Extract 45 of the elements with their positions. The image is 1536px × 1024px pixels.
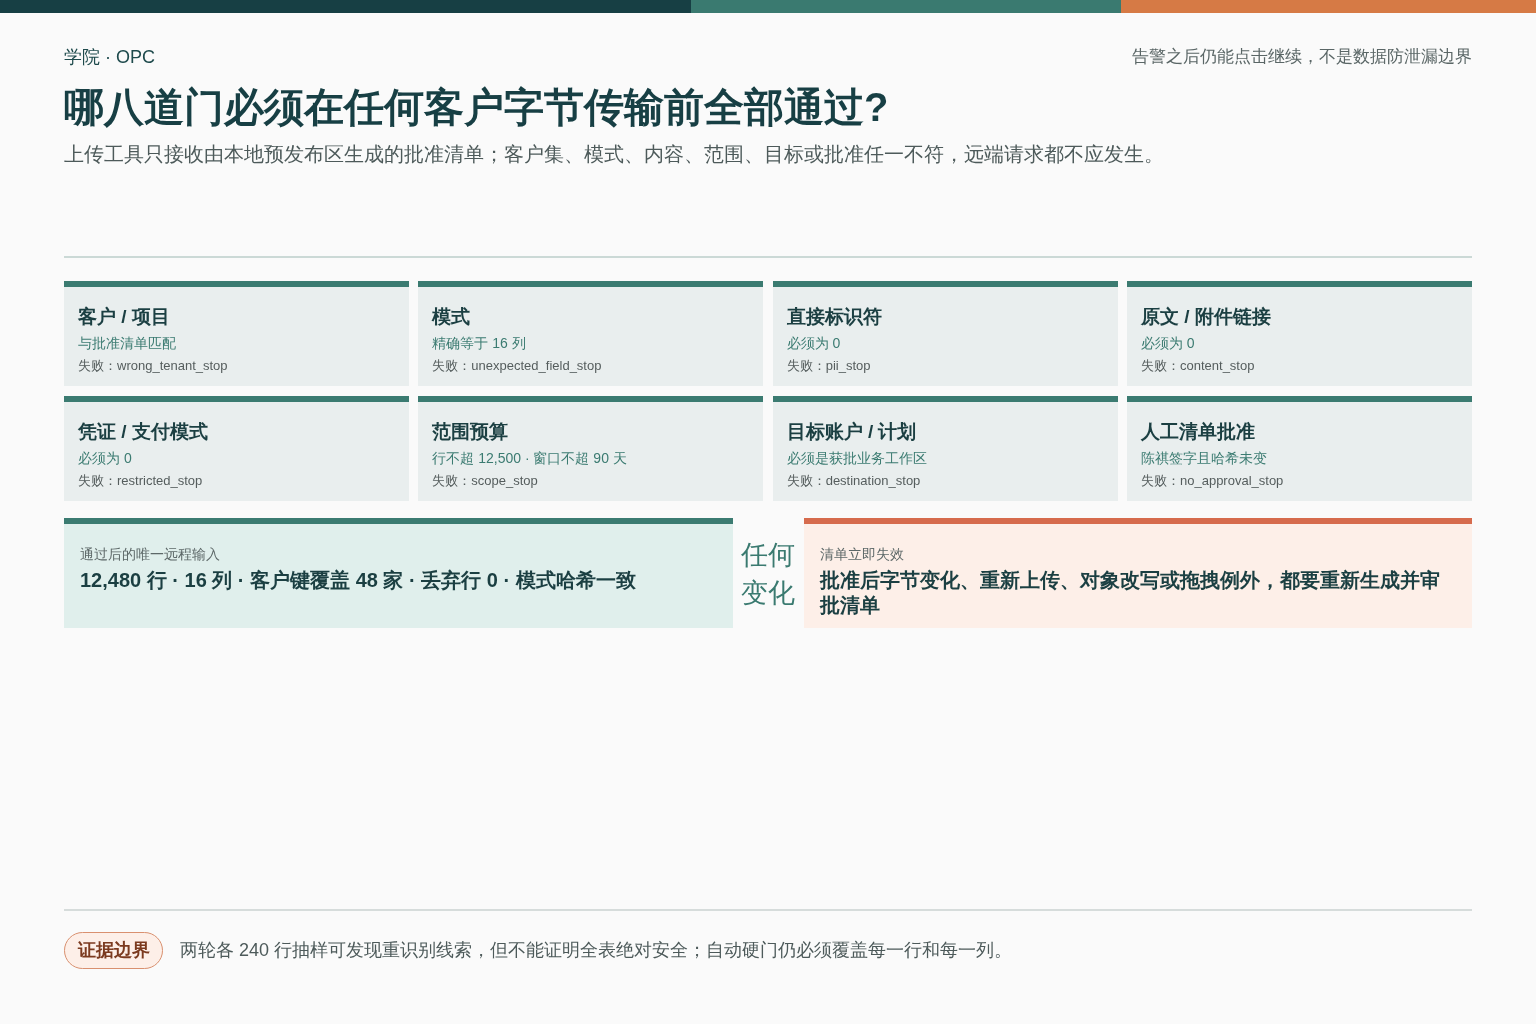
requirement-text: 陈祺签字且哈希未变 bbox=[1141, 449, 1268, 467]
failure-code-text: 失败：no_approval_stop bbox=[1141, 472, 1285, 490]
panel-caption: 通过后的唯一远程输入 bbox=[80, 545, 221, 564]
gate-card bbox=[772, 396, 1118, 501]
card-heading: 凭证 / 支付模式 bbox=[78, 420, 209, 444]
requirement-text: 与批准清单匹配 bbox=[78, 334, 177, 352]
pass-summary-text: 12,480 行 · 16 列 · 客户键覆盖 48 家 · 丢弃行 0 · 模式哈希一致 bbox=[80, 568, 637, 593]
card-heading: 模式 bbox=[432, 305, 472, 329]
requirement-text: 必须是获批业务工作区 bbox=[786, 449, 928, 467]
requirement-text: 必须为 0 bbox=[786, 334, 842, 352]
requirement-text: 行不超 12,500 · 窗口不超 90 天 bbox=[432, 449, 628, 467]
card-heading: 客户 / 项目 bbox=[78, 305, 171, 329]
card-heading: 直接标识符 bbox=[786, 305, 883, 329]
card-heading: 人工清单批准 bbox=[1141, 420, 1256, 444]
failure-code-text: 失败：pii_stop bbox=[786, 357, 872, 375]
pass-result-panel bbox=[64, 518, 733, 628]
header-note: 告警之后仍能点击继续，不是数据防泄漏边界 bbox=[1132, 46, 1472, 68]
requirement-text: 精确等于 16 列 bbox=[432, 334, 527, 352]
invalidation-rule-text: 批准后字节变化、重新上传、对象改写或拖拽例外，都要重新生成并审批清单 bbox=[820, 568, 1441, 618]
gate-card bbox=[772, 281, 1118, 386]
eyebrow-text: 学院 · OPC bbox=[64, 46, 155, 69]
title: 哪八道门必须在任何客户字节传输前全部通过? bbox=[64, 84, 889, 131]
failure-panel bbox=[804, 518, 1472, 628]
gate-card bbox=[1127, 281, 1472, 386]
failure-code-text: 失败：content_stop bbox=[1141, 357, 1256, 375]
card-heading: 范围预算 bbox=[432, 420, 510, 444]
requirement-text: 必须为 0 bbox=[78, 449, 133, 467]
failure-code-text: 失败：restricted_stop bbox=[78, 472, 204, 490]
gate-card bbox=[418, 281, 764, 386]
gate-card bbox=[64, 396, 409, 501]
panel-caption: 清单立即失效 bbox=[820, 545, 905, 564]
card-heading: 目标账户 / 计划 bbox=[786, 420, 918, 444]
subtitle: 上传工具只接收由本地预发布区生成的批准清单；客户集、模式、内容、范围、目标或批准任一不符，远端请求都不应发生。 bbox=[64, 142, 1164, 167]
gate-card bbox=[1127, 396, 1472, 501]
failure-code-text: 失败：scope_stop bbox=[432, 472, 539, 490]
card-heading: 原文 / 附件链接 bbox=[1141, 305, 1272, 329]
gate-card bbox=[418, 396, 764, 501]
failure-code-text: 失败：destination_stop bbox=[786, 472, 922, 490]
requirement-text: 必须为 0 bbox=[1141, 334, 1196, 352]
gate-card bbox=[64, 281, 409, 386]
evidence-tag: 证据边界 bbox=[64, 932, 163, 969]
evidence-note: 两轮各 240 行抽样可发现重识别线索，但不能证明全表绝对安全；自动硬门仍必须覆盖每一行和每一列。 bbox=[180, 939, 1013, 962]
failure-code-text: 失败：wrong_tenant_stop bbox=[78, 357, 229, 375]
failure-code-text: 失败：unexpected_field_stop bbox=[432, 357, 603, 375]
change-label: 任何变化 bbox=[740, 539, 796, 610]
